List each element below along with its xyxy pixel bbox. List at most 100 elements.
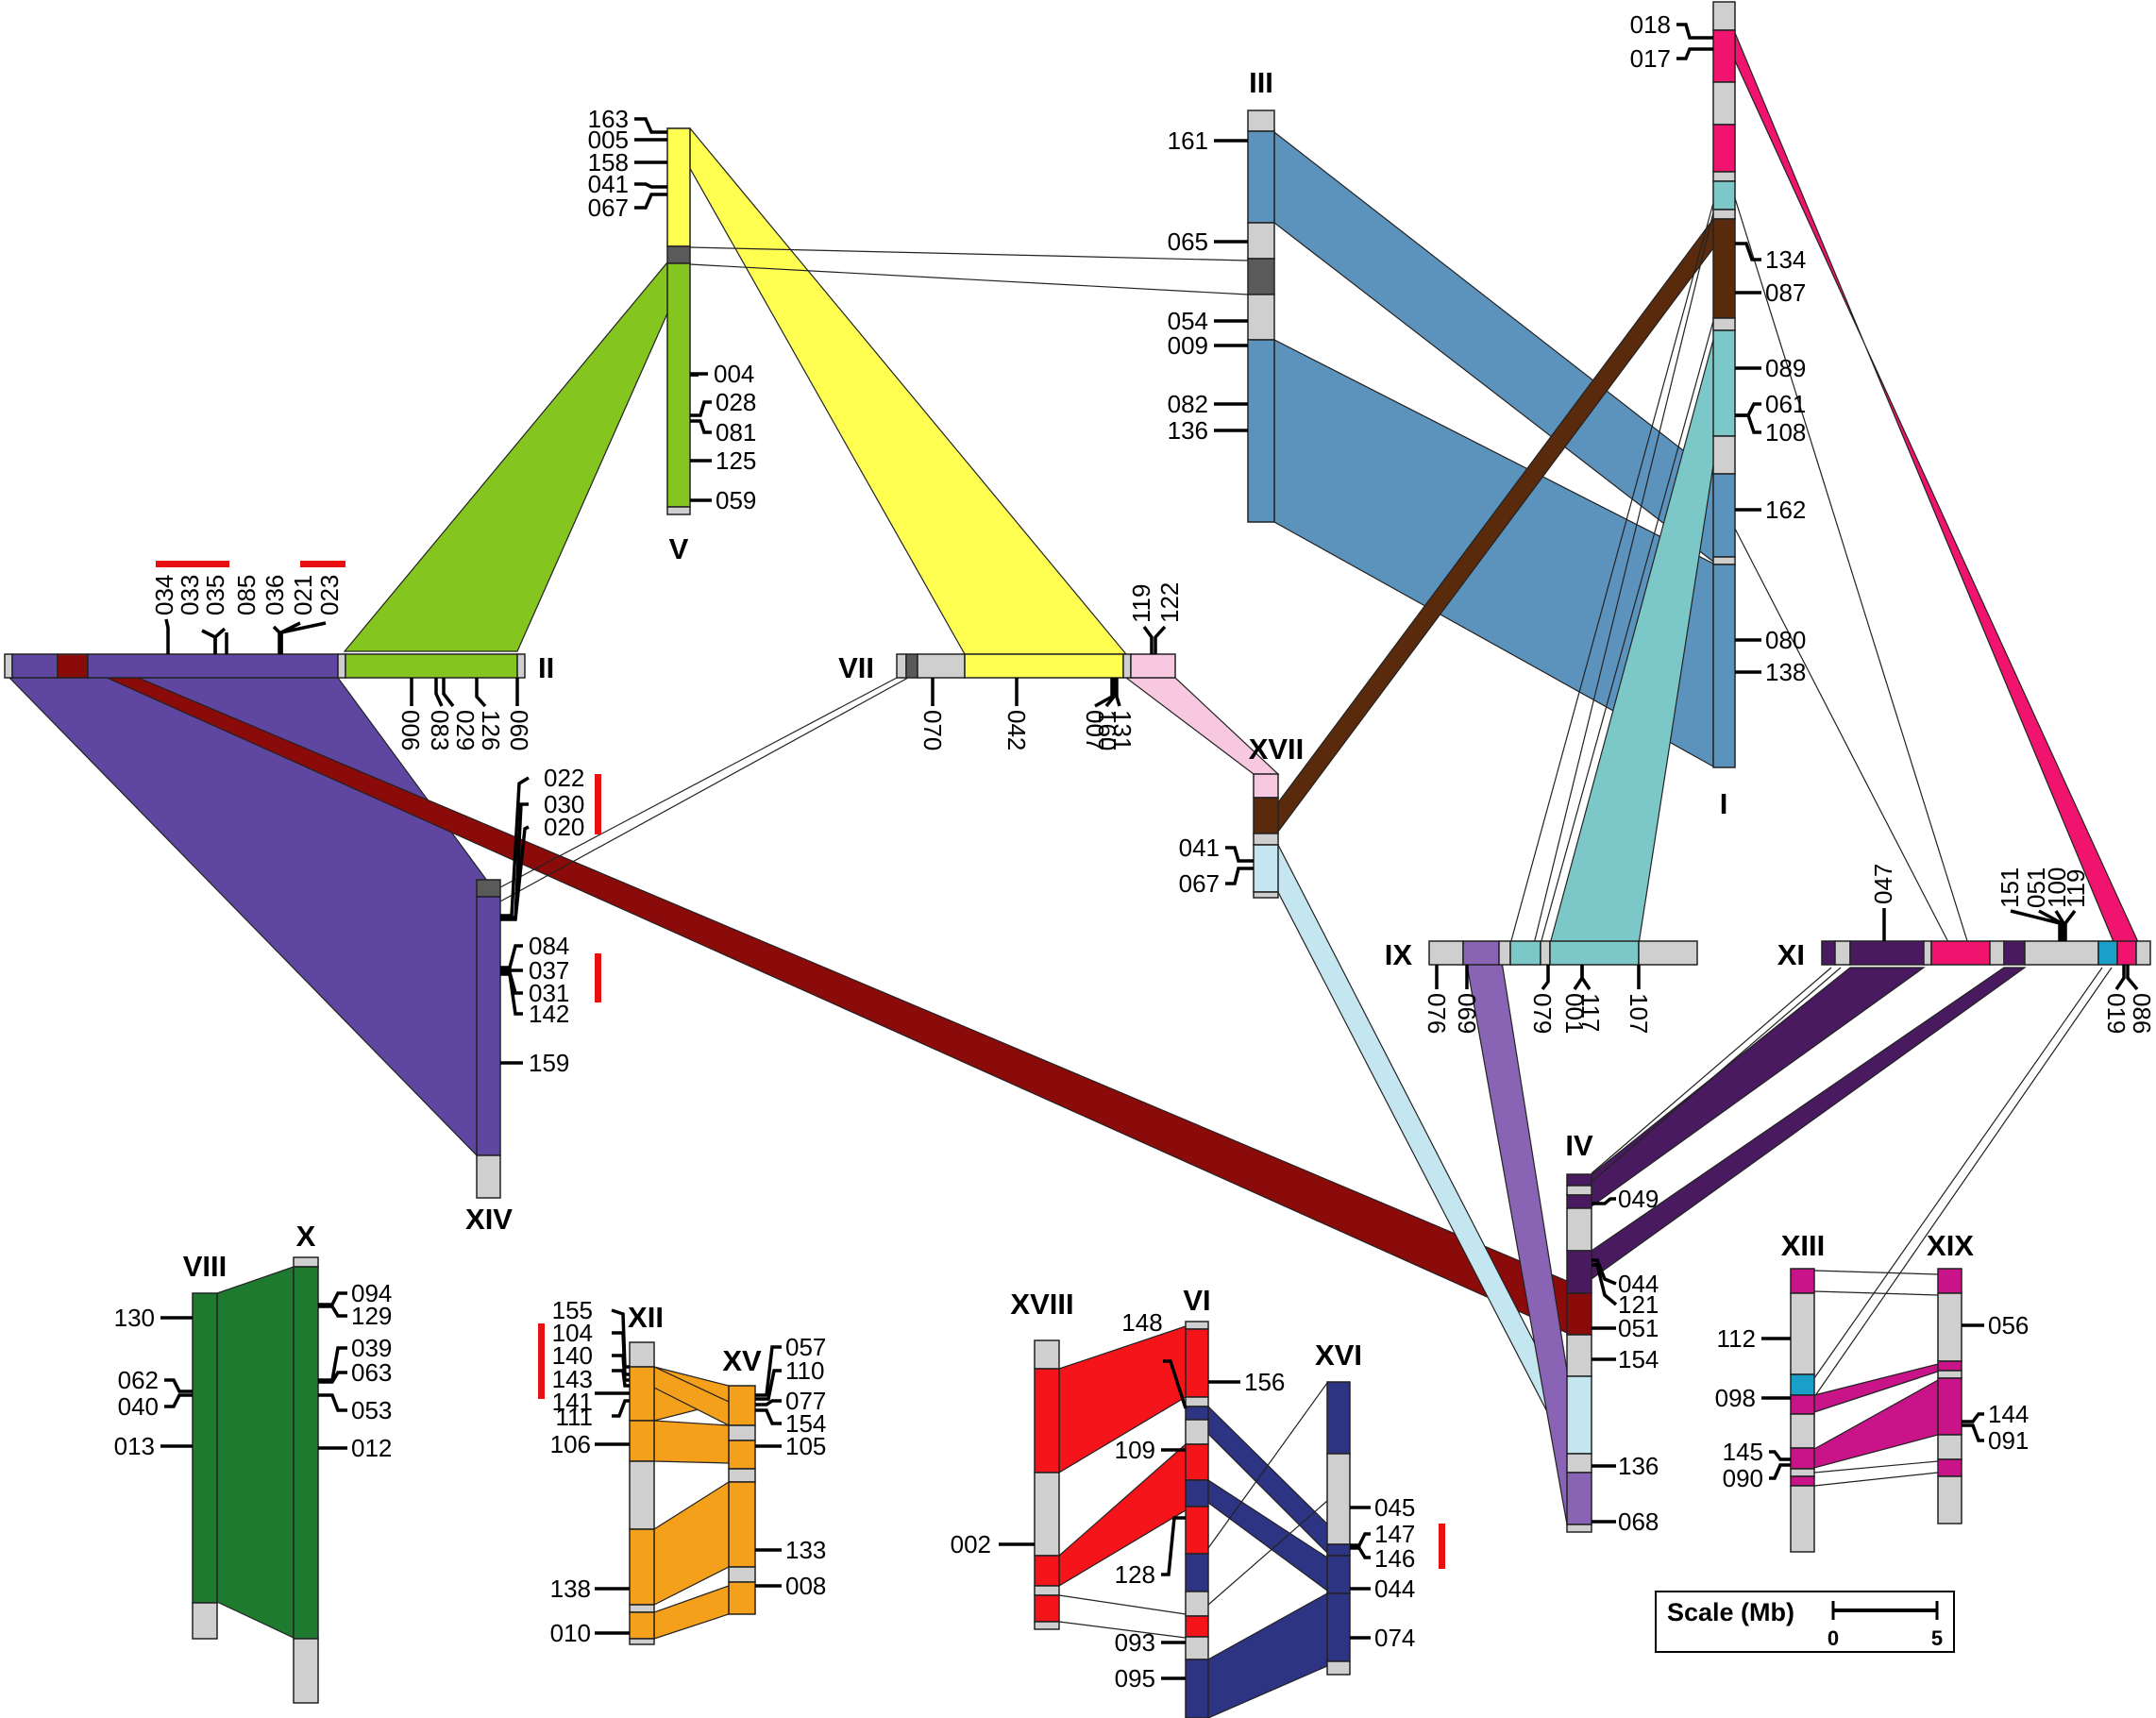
gene-label: 057 [785, 1333, 826, 1361]
thin-link-XIII-XIX-b [1813, 1290, 1939, 1296]
chromosome-label-XIX: XIX [1927, 1229, 1974, 1262]
gene-label: 030 [544, 790, 584, 818]
gene-label: 144 [1988, 1400, 2029, 1428]
chromosome-XIX-bar [1937, 1268, 1962, 1524]
gene-label: 063 [351, 1358, 392, 1387]
gene-label: 019 [2102, 993, 2131, 1034]
chromosome-labels: I II III IV V VI VII VIII IX X XI XII XI… [183, 66, 1975, 1377]
gene-label: 147 [1374, 1520, 1415, 1548]
thin-link-XVIII-VI-a [1058, 1594, 1187, 1615]
gene-label: 117 [1576, 993, 1605, 1032]
chromosome-III-bar [1247, 109, 1275, 523]
gene-label: 034 [150, 575, 178, 615]
gene-label: 081 [716, 418, 756, 446]
gene-label: 156 [1244, 1368, 1285, 1396]
gene-label: 005 [588, 126, 629, 154]
chromosome-label-XV: XV [722, 1344, 762, 1377]
gene-label: 067 [1179, 869, 1220, 898]
gene-label: 079 [1528, 993, 1557, 1034]
gene-label: 033 [176, 575, 204, 615]
highlight-XIV-top [595, 774, 601, 834]
scale-min-label: 0 [1828, 1626, 1839, 1650]
gene-label: 039 [351, 1334, 392, 1362]
thin-link-V-III-b [689, 263, 1249, 295]
gene-label: 082 [1168, 390, 1208, 418]
gene-label: 140 [552, 1341, 593, 1370]
gene-label: 021 [289, 575, 317, 615]
chromosome-VII-bar [896, 653, 1176, 679]
chromosome-label-VIII: VIII [183, 1250, 227, 1283]
thin-link-VI-XVI-b [1207, 1500, 1328, 1606]
gene-label: 007 [1081, 710, 1109, 750]
scale-title: Scale (Mb) [1667, 1598, 1794, 1626]
gene-label: 044 [1374, 1575, 1415, 1603]
gene-label: 051 [1618, 1314, 1659, 1342]
gene-label: 090 [1723, 1464, 1763, 1492]
gene-label: 080 [1765, 626, 1806, 654]
gene-label: 131 [1108, 710, 1137, 750]
highlight-XIV-mid [595, 953, 601, 1002]
gene-label: 108 [1765, 418, 1806, 446]
gene-label: 059 [716, 486, 756, 514]
chromosome-XIII-bar [1790, 1268, 1815, 1553]
chromosome-X-bar [293, 1256, 319, 1704]
chromosome-VI-bar [1185, 1321, 1209, 1718]
gene-label: 085 [232, 575, 261, 615]
gene-labels: 018 017 134 087 089 061 108 162 080 138 … [114, 10, 2156, 1693]
chromosome-V-bar [666, 127, 691, 515]
gene-label: 001 [1560, 993, 1589, 1034]
thin-link-VI-XVI-a [1207, 1382, 1328, 1549]
link-I-XI-magenta [1732, 27, 2140, 945]
gene-label: 126 [477, 710, 505, 750]
gene-label: 106 [550, 1430, 591, 1458]
gene-label: 094 [351, 1279, 392, 1307]
gene-label: 051 [2022, 867, 2050, 908]
gene-label: 006 [396, 710, 425, 750]
chromosome-IX-bar [1428, 940, 1698, 966]
thin-link-XI-XIII-a [1813, 967, 2103, 1379]
link-XI-IV-darkpurple-a [1565, 967, 1926, 1207]
gene-label: 040 [118, 1392, 159, 1421]
scale-max-label: 5 [1931, 1626, 1943, 1650]
gene-label: 130 [114, 1304, 155, 1332]
gene-label: 163 [588, 105, 629, 133]
chromosome-label-XII: XII [628, 1301, 664, 1334]
gene-label: 091 [1988, 1426, 2029, 1455]
gene-label: 093 [1115, 1628, 1155, 1657]
link-V-II-green [343, 261, 691, 652]
gene-label: 065 [1168, 227, 1208, 256]
thin-link-XI-IV-b [1591, 967, 1842, 1183]
chromosome-label-IX: IX [1385, 938, 1413, 971]
gene-label: 128 [1115, 1560, 1155, 1589]
gene-label: 049 [1618, 1185, 1659, 1213]
gene-label: 009 [1168, 331, 1208, 360]
chromosome-label-VII: VII [838, 651, 874, 684]
gene-label: 029 [451, 710, 480, 750]
thin-link-XIII-XIX-d [1813, 1472, 1939, 1487]
gene-label: 087 [1765, 278, 1806, 307]
gene-label: 010 [550, 1619, 591, 1647]
gene-label: 076 [1423, 993, 1451, 1034]
chromosome-XI-bar [1821, 940, 2151, 966]
gene-label: 146 [1374, 1544, 1415, 1573]
chromosome-label-II: II [538, 651, 554, 684]
chromosome-label-VI: VI [1183, 1284, 1210, 1317]
gene-label: 148 [1121, 1308, 1162, 1337]
thin-link-VII-XIV-b [499, 677, 909, 902]
gene-label: 041 [588, 170, 629, 198]
gene-label: 119 [1127, 584, 1155, 623]
chromosome-XIV-bar [476, 879, 501, 1199]
gene-label: 141 [552, 1388, 593, 1416]
gene-label: 068 [1618, 1507, 1659, 1536]
gene-label: 125 [716, 446, 756, 475]
gene-label: 098 [1715, 1384, 1756, 1412]
gene-label: 045 [1374, 1493, 1415, 1522]
gene-label: 145 [1723, 1438, 1763, 1466]
gene-label: 105 [785, 1432, 826, 1460]
gene-label: 143 [552, 1365, 593, 1393]
gene-label: 107 [1625, 993, 1653, 1034]
gene-label: 008 [785, 1572, 826, 1600]
gene-label: 111 [555, 1403, 593, 1431]
gene-label: 151 [1996, 867, 2024, 908]
